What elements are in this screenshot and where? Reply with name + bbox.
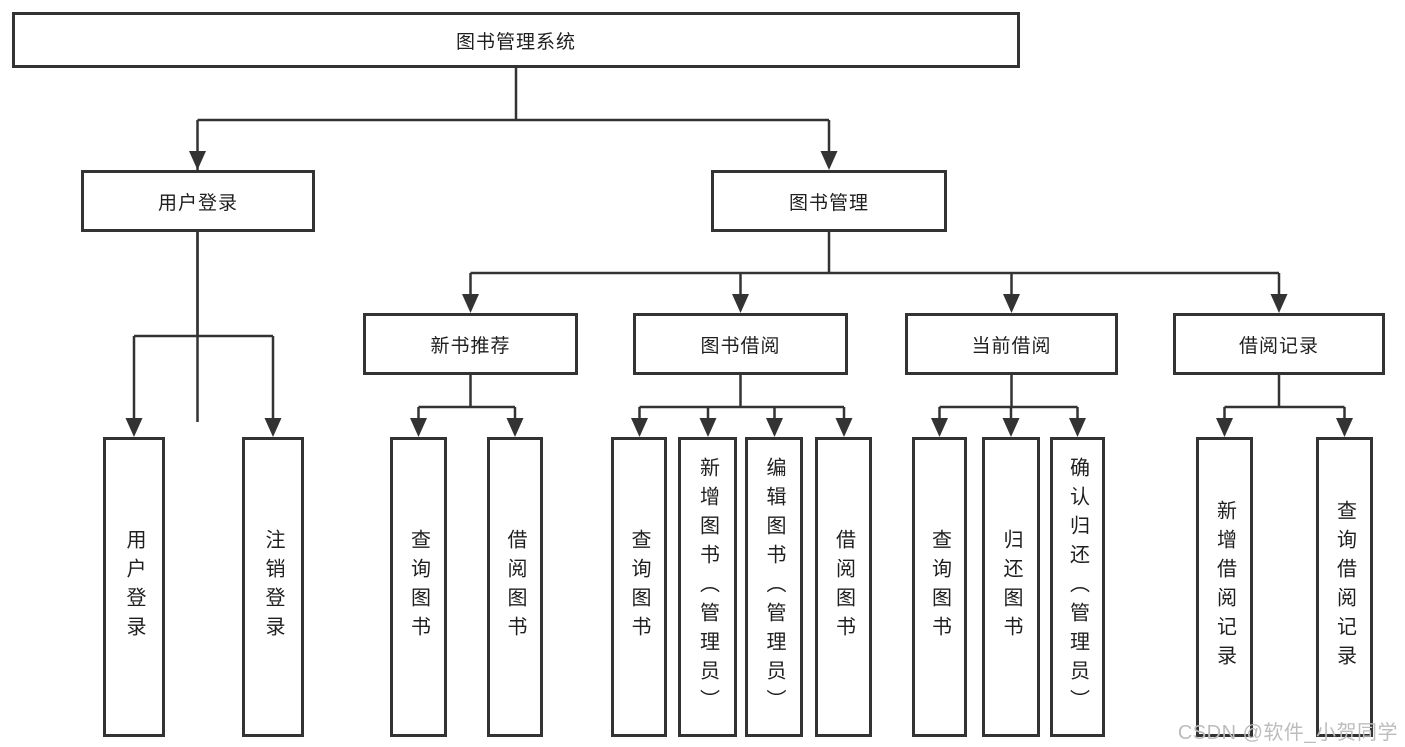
node-library-system: 图书管理系统	[12, 12, 1020, 68]
node-user-login: 用户登录	[81, 170, 315, 232]
leaf-return-books: 归还图书	[982, 437, 1040, 737]
leaf-query-books-recommend: 查询图书	[390, 437, 447, 737]
leaf-edit-books-admin: 编辑图书（管理员）	[745, 437, 803, 737]
leaf-query-books-borrowing: 查询图书	[611, 437, 667, 737]
leaf-user-login: 用户登录	[103, 437, 165, 737]
leaf-logout-login: 注销登录	[242, 437, 304, 737]
leaf-add-books-admin: 新增图书（管理员）	[678, 437, 737, 737]
watermark: CSDN @软件_小贺同学	[1177, 722, 1398, 744]
connector-borrowing-to-leaves	[631, 375, 853, 437]
connector-records-to-leaves	[1216, 375, 1353, 437]
leaf-query-borrow-record: 查询借阅记录	[1316, 437, 1373, 737]
connector-userlogin-to-leaves	[125, 232, 282, 437]
node-book-borrowing: 图书借阅	[633, 313, 848, 375]
node-current-borrowing: 当前借阅	[905, 313, 1118, 375]
leaf-borrow-books-borrowing: 借阅图书	[815, 437, 872, 737]
connector-recommend-to-leaves	[410, 375, 524, 437]
leaf-borrow-books-recommend: 借阅图书	[487, 437, 543, 737]
leaf-new-borrow-record: 新增借阅记录	[1196, 437, 1253, 737]
connector-current-to-leaves	[931, 375, 1086, 437]
node-book-management: 图书管理	[711, 170, 947, 232]
leaf-query-books-current: 查询图书	[912, 437, 967, 737]
node-borrowing-records: 借阅记录	[1173, 313, 1385, 375]
leaf-confirm-return-admin: 确认归还（管理员）	[1050, 437, 1105, 737]
node-new-book-recommendation: 新书推荐	[363, 313, 578, 375]
connector-bookmgmt-to-level3	[462, 232, 1288, 313]
